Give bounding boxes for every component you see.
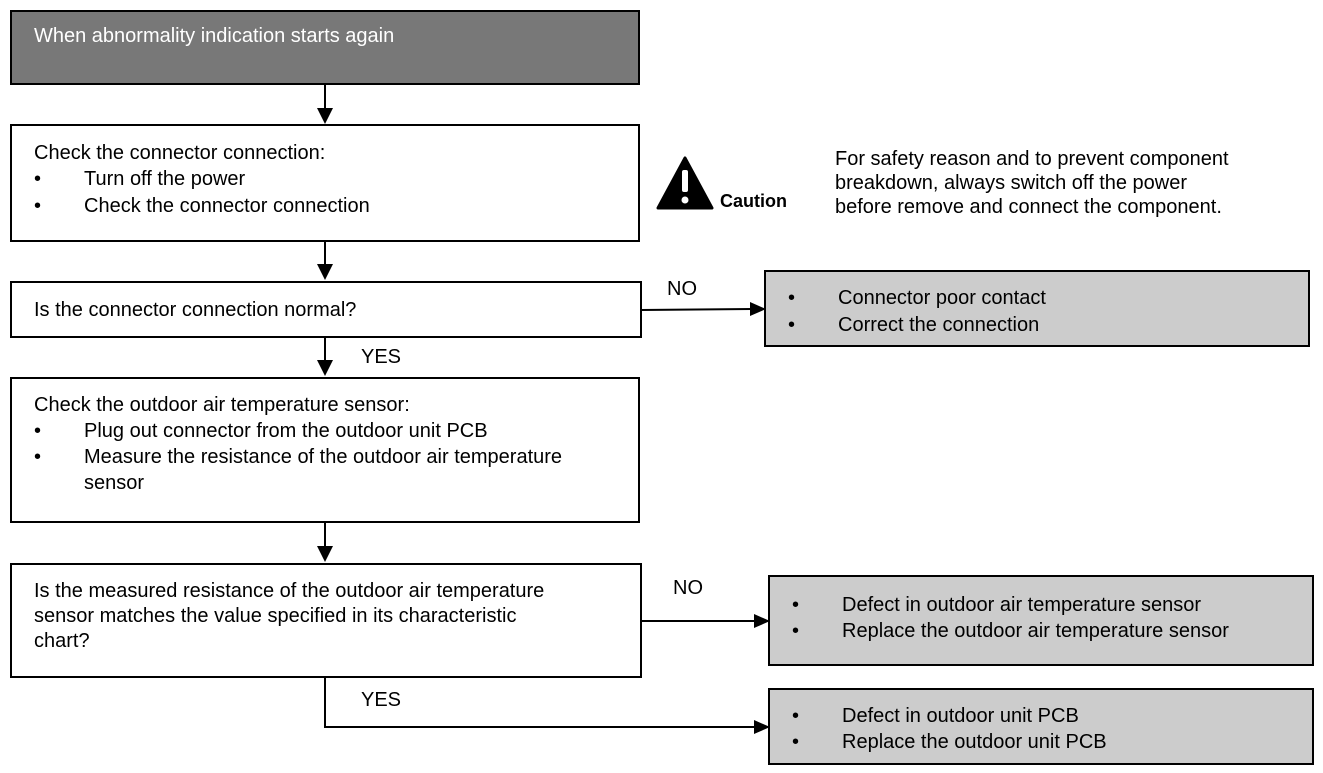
decision2-no-label: NO	[673, 577, 703, 599]
step1-title: Check the connector connection:	[34, 142, 326, 164]
decision2-line: sensor matches the value specified in it…	[34, 605, 517, 627]
caution-label: Caution	[720, 191, 787, 211]
decision2-box: Is the measured resistance of the outdoo…	[10, 563, 642, 678]
caution-note-line: before remove and connect the component.	[835, 196, 1222, 218]
arrow-decision2-yes	[324, 677, 756, 728]
result3-box: •Defect in outdoor unit PCB •Replace the…	[768, 688, 1314, 765]
decision2-yes-label: YES	[361, 689, 402, 711]
decision2-line: Is the measured resistance of the outdoo…	[34, 580, 545, 602]
start-box: When abnormality indication starts again	[10, 10, 640, 85]
result2-box: •Defect in outdoor air temperature senso…	[768, 575, 1314, 666]
decision2-line: chart?	[34, 630, 90, 652]
caution-note-line: breakdown, always switch off the power	[835, 172, 1188, 194]
arrow-decision1-no	[640, 308, 753, 311]
decision1-box: Is the connector connection normal?	[10, 281, 642, 338]
caution-note: For safety reason and to prevent compone…	[835, 147, 1229, 219]
decision1-no-label: NO	[667, 278, 697, 300]
start-text: When abnormality indication starts again	[34, 25, 395, 47]
step2-bullet-continuation: sensor	[84, 472, 145, 494]
decision1-text: Is the connector connection normal?	[34, 299, 357, 321]
step1-box: Check the connector connection: •Turn of…	[10, 124, 640, 242]
step2-box: Check the outdoor air temperature sensor…	[10, 377, 640, 523]
decision1-yes-label: YES	[361, 346, 402, 368]
caution-note-line: For safety reason and to prevent compone…	[835, 148, 1229, 170]
caution-icon	[656, 156, 714, 210]
step2-title: Check the outdoor air temperature sensor…	[34, 394, 410, 416]
result1-box: •Connector poor contact •Correct the con…	[764, 270, 1310, 347]
